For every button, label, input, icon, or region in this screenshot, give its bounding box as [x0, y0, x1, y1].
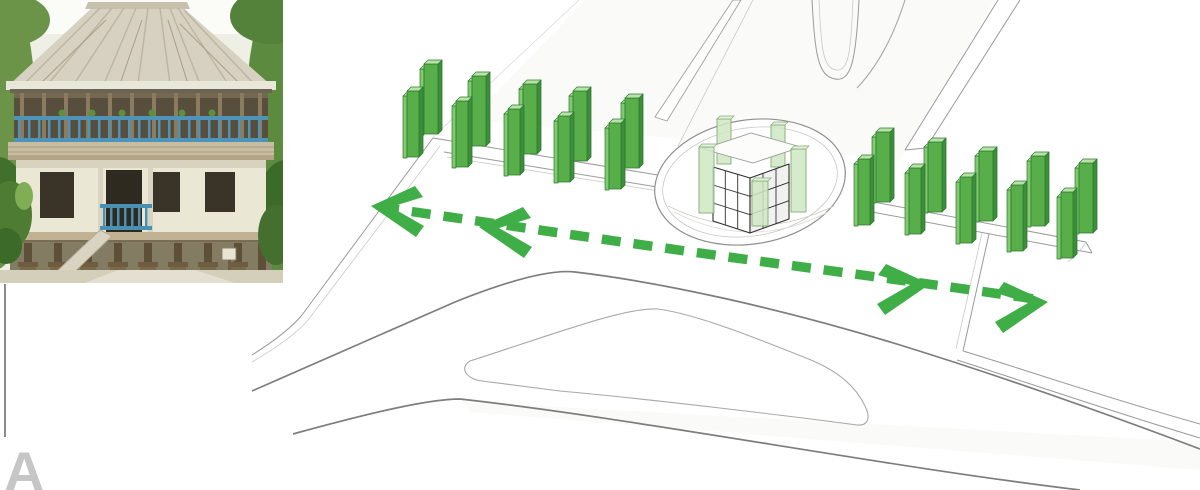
- balcony-level: [14, 93, 268, 151]
- pavilion-side-slabs: [698, 143, 810, 227]
- site-photo: [0, 0, 283, 283]
- avenue-median-strip: [654, 0, 754, 147]
- chevron-arrow-left-mid: [479, 207, 532, 258]
- loop-road-edge: [292, 398, 1081, 490]
- traffic-flow-arrows: [371, 186, 1048, 333]
- reference-line: [4, 284, 6, 437]
- right-tree-row: [853, 127, 1098, 260]
- tree-pair: [1006, 151, 1050, 253]
- ground-level: [16, 160, 266, 240]
- chevron-arrow-right-end: [995, 282, 1048, 333]
- thatched-roof: [6, 2, 276, 93]
- boulevard-south-curb: [251, 270, 1200, 450]
- porch-railing: [100, 204, 152, 230]
- tree-pair: [402, 59, 443, 159]
- plant-pots: [58, 109, 216, 117]
- chevron-arrow-right-mid: [877, 264, 930, 315]
- stilt-base: [6, 229, 276, 281]
- left-sidewalk-band: [251, 137, 697, 363]
- figure-label-a: A: [4, 440, 44, 490]
- tree-pair: [451, 71, 491, 169]
- chevron-arrow-left-end: [371, 186, 424, 237]
- right-sidewalk-band: [862, 199, 1200, 439]
- lower-road-surface: [465, 402, 1200, 470]
- tree-pair: [955, 146, 998, 245]
- ground-strip: [0, 270, 283, 283]
- avenue-median-strip-right: [904, 0, 1021, 151]
- tree-pair: [904, 137, 947, 236]
- tree-pair: [1056, 158, 1098, 260]
- slip-lane-island: [811, 0, 906, 89]
- teardrop-island: [464, 308, 869, 426]
- small-sign: [221, 247, 237, 273]
- glass-pavilion: [698, 115, 810, 234]
- foliage-foreground: [0, 181, 283, 265]
- deck-band: [8, 142, 274, 160]
- avenue-surface: [470, 0, 995, 160]
- traffic-flow-dashes: [379, 202, 1043, 305]
